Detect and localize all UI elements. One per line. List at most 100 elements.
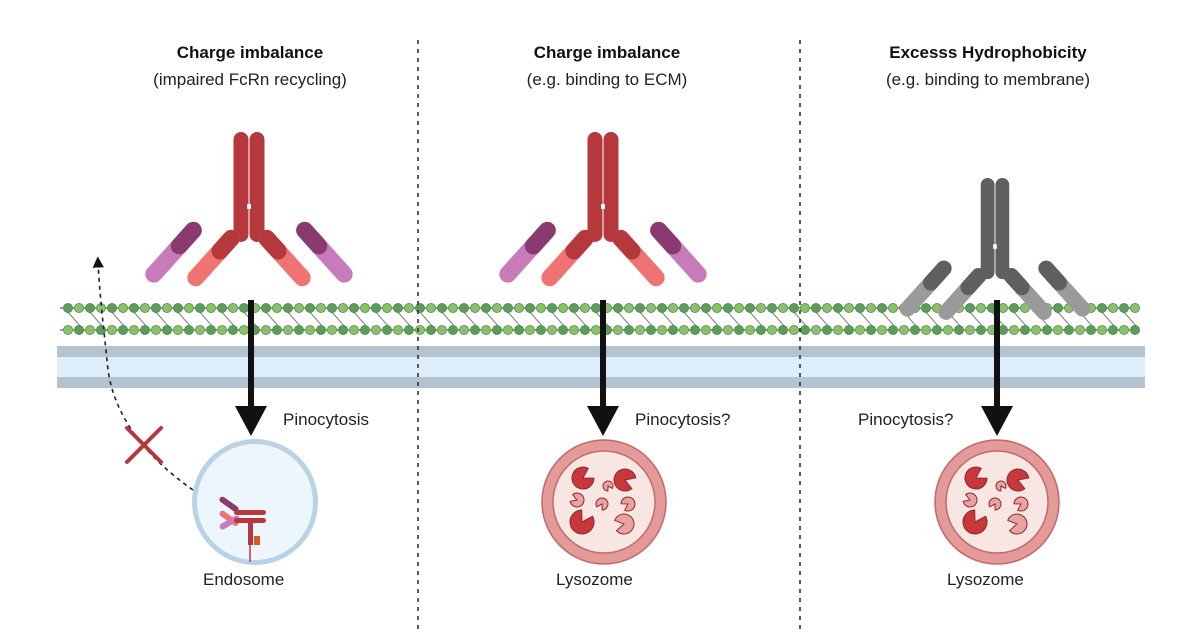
ecm-bead [228,325,238,335]
lysosome-enzyme [614,513,635,535]
pinocytosis-arrows [235,300,1013,436]
ecm-crosslink [549,309,567,329]
ecm-bead [1009,303,1019,313]
lysosome-enzyme [1013,496,1029,512]
ecm-bead [514,325,524,335]
ecm-bead [690,325,700,335]
ecm-bead [1031,325,1041,335]
pinocytosis-arrow [981,300,1013,436]
ecm-bead [1097,303,1107,313]
ecm-crosslink [923,309,941,329]
ecm-crosslink [175,309,193,329]
ecm-bead [118,303,128,313]
pinocytosis-arrow [587,300,619,436]
recycling-arrow-icon [92,256,194,491]
ecm-bead [701,325,711,335]
ecm-bead [305,303,315,313]
lysosome-enzyme [962,492,978,508]
ecm-bead [217,303,227,313]
ecm-bead [382,325,392,335]
ecm-bead [910,325,920,335]
ecm-bead [228,303,238,313]
ecm-crosslink [329,309,347,329]
ecm-bead [789,325,799,335]
ecm-bead [679,303,689,313]
ecm-bead [767,303,777,313]
antibody-fab-heavy-dark [612,229,641,260]
ecm-bead [734,325,744,335]
ecm-bead [646,325,656,335]
ecm-bead [778,303,788,313]
lysosome-enzyme [1006,468,1030,492]
ecm-bead [712,325,722,335]
ecm-crosslink [1011,309,1029,329]
ecm-bead [536,303,546,313]
ecm-bead [206,325,216,335]
ecm-bead [1042,325,1052,335]
ecm-bead [1020,303,1030,313]
ecm-bead [151,303,161,313]
antibody-heavy-chain [995,178,1010,280]
ecm-crosslink [659,309,677,329]
ecm-bead [349,303,359,313]
ecm-bead [558,325,568,335]
panel-3-vesicle-label: Lysozome [947,570,1024,589]
ecm-bead [822,325,832,335]
antibody-light-chain-dark [524,221,556,255]
ecm-bead [679,325,689,335]
ecm-bead [866,325,876,335]
ecm-bead [360,325,370,335]
panel-2-subtitle: (e.g. binding to ECM) [526,70,688,89]
ecm-bead [118,325,128,335]
ecm-bead [415,303,425,313]
ecm-bead [448,325,458,335]
ecm-bead [1064,325,1074,335]
endosome-icon [192,439,318,565]
ecm-bead [668,325,678,335]
ecm-crosslink [395,309,413,329]
ecm-bead [492,303,502,313]
ecm-bead [294,303,304,313]
antibody-fab-heavy-dark [960,267,987,296]
ecm-bead [448,303,458,313]
ecm-bead [503,325,513,335]
ecm-bead [833,303,843,313]
ecm-crosslink [769,309,787,329]
ecm-bead [536,325,546,335]
ecm-bead [63,325,73,335]
ecm-crosslink [615,309,633,329]
ecm-bead [734,303,744,313]
ecm-bead [173,303,183,313]
ecm-crosslink [197,309,215,329]
ecm-bead [635,303,645,313]
ecm-bead [888,303,898,313]
ecm-bead [184,303,194,313]
lysosome-enzyme [620,496,636,512]
ecm-crosslink [505,309,523,329]
ecm-bead [261,325,271,335]
blocked-recycling-x-icon [125,426,163,464]
panel-3-subtitle: (e.g. binding to membrane) [885,70,1091,89]
ecm-bead [371,303,381,313]
ecm-bead [470,325,480,335]
ecm-bead [800,303,810,313]
ecm-bead [767,325,777,335]
panel-1-subtitle: (impaired FcRn recycling) [153,70,347,89]
ecm-bead [569,303,579,313]
lysosome-enzyme [964,466,988,490]
lysosome-icon [934,439,1060,565]
ecm-bead [866,303,876,313]
ecm-crosslink [263,309,281,329]
antibody-light-chain-dark [1038,260,1067,291]
ecm-bead [591,325,601,335]
ecm-bead [547,325,557,335]
ecm-bead [261,303,271,313]
ecm-bead [789,303,799,313]
antibody-hinge [247,204,251,209]
ecm-bead [1108,303,1118,313]
ecm-bead [393,325,403,335]
ecm-bead [855,303,865,313]
ecm-bead [316,303,326,313]
endosome-antibody-icon [219,496,266,562]
ecm-bead [195,325,205,335]
